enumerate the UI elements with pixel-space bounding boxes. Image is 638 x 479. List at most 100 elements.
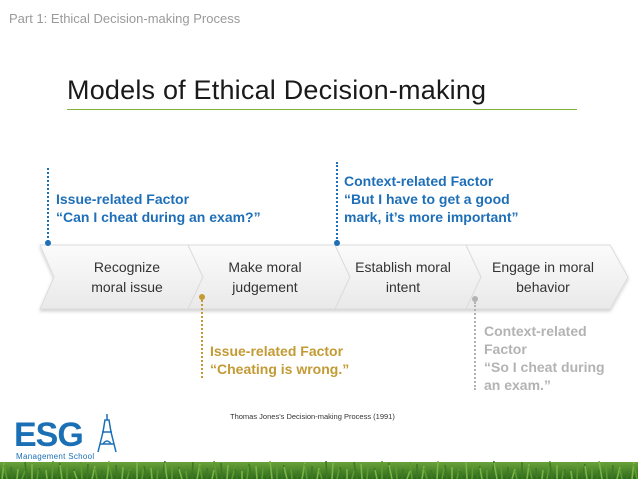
grass-blade xyxy=(506,466,509,479)
step-1-line1: Recognize xyxy=(93,259,161,275)
grass-blade xyxy=(106,460,110,479)
grass-blade xyxy=(401,468,404,479)
grass-blade xyxy=(36,465,40,479)
grass-blade xyxy=(59,464,63,479)
grass-blade xyxy=(511,468,516,479)
grass-blade xyxy=(318,469,323,479)
grass-blade xyxy=(16,468,19,479)
grass-blade xyxy=(176,466,180,479)
grass-blade xyxy=(619,468,623,479)
grass-blade xyxy=(471,463,474,479)
context-factor-bottom-connector xyxy=(474,302,476,390)
grass-blade xyxy=(266,469,271,479)
grass-blade xyxy=(231,466,236,479)
step-segment-4 xyxy=(465,244,629,310)
page-title: Models of Ethical Decision-making xyxy=(67,75,487,105)
grass-blade xyxy=(395,466,398,479)
grass-blade xyxy=(611,464,614,479)
grass-blade xyxy=(304,463,308,479)
issue-factor-top-quote: “Can I cheat during an exam?” xyxy=(56,209,261,225)
step-2-line2: judgement xyxy=(232,279,298,295)
grass-blade xyxy=(234,468,238,479)
grass-blade xyxy=(255,465,258,479)
grass-blade xyxy=(10,466,13,479)
grass-blade xyxy=(374,469,378,479)
grass-blade xyxy=(563,468,568,479)
grass-blade xyxy=(269,460,273,479)
context-factor-bottom: Context-related Factor “So I cheat durin… xyxy=(484,322,605,394)
grass-blade xyxy=(73,470,78,479)
step-1: Recognize moral issue xyxy=(62,257,192,297)
grass-blade xyxy=(631,461,635,479)
esg-logo: ESG Management School xyxy=(14,414,124,461)
grass-blade xyxy=(331,462,334,479)
context-factor-top-heading: Context-related Factor xyxy=(344,173,494,189)
grass-blade xyxy=(528,465,533,479)
step-1-line2: moral issue xyxy=(91,279,163,295)
issue-factor-bottom-dot xyxy=(199,294,205,300)
grass-blade xyxy=(561,466,565,479)
context-factor-bottom-dot xyxy=(472,296,478,302)
grass-blade xyxy=(156,469,159,479)
grass-blade xyxy=(220,462,223,479)
grass-blade xyxy=(388,464,393,479)
grass-blade xyxy=(3,464,8,479)
grass-blade xyxy=(94,467,98,479)
citation: Thomas Jones's Decision-making Process (… xyxy=(230,412,395,421)
grass-blade xyxy=(421,465,425,479)
context-factor-bottom-line2: Factor xyxy=(484,341,527,357)
grass-blade xyxy=(121,466,124,479)
step-2-line1: Make moral xyxy=(228,259,302,275)
grass-blade xyxy=(633,463,638,479)
grass-blade xyxy=(316,467,320,479)
grass-blade xyxy=(191,461,194,479)
grass-blade xyxy=(51,460,54,479)
grass-blade xyxy=(108,462,113,479)
context-factor-top-dot xyxy=(334,240,340,246)
grass-blade xyxy=(409,461,413,479)
grass-blade xyxy=(178,468,183,479)
grass-blade xyxy=(458,470,463,479)
grass-blade xyxy=(479,467,483,479)
grass-blade xyxy=(576,461,579,479)
grass-blade xyxy=(465,461,468,479)
grass-blade xyxy=(71,468,75,479)
grass-blade xyxy=(143,465,148,479)
grass-blade xyxy=(500,464,503,479)
grass-blade xyxy=(526,463,530,479)
grass-blade xyxy=(164,462,168,479)
grass-blade xyxy=(584,465,588,479)
issue-factor-bottom-quote: “Cheating is wrong.” xyxy=(210,361,350,377)
step-2: Make moral judgement xyxy=(200,257,330,297)
grass-blade xyxy=(196,463,201,479)
grass-blade xyxy=(371,467,376,479)
issue-factor-bottom-heading: Issue-related Factor xyxy=(210,343,344,359)
context-factor-bottom-line3: “So I cheat during xyxy=(484,359,605,375)
grass-blade xyxy=(21,470,26,479)
grass-blade xyxy=(80,461,83,479)
grass-blade xyxy=(296,470,299,479)
grass-blade xyxy=(351,470,355,479)
grass-blade xyxy=(141,463,145,479)
grass-blade xyxy=(366,465,369,479)
grass-blade xyxy=(126,468,131,479)
issue-factor-top-connector xyxy=(47,168,49,242)
grass-blade xyxy=(261,467,264,479)
grass-blade xyxy=(24,461,28,479)
eiffel-tower-icon xyxy=(97,414,117,453)
step-3-line2: intent xyxy=(385,279,421,295)
context-factor-top-connector xyxy=(336,162,338,242)
grass-blade xyxy=(283,466,288,479)
grass-blade xyxy=(444,464,448,479)
context-factor-top: Context-related Factor “But I have to ge… xyxy=(344,172,519,226)
step-4: Engage in moral behavior xyxy=(478,257,608,297)
grass-blade xyxy=(598,460,603,479)
grass-blade xyxy=(86,463,89,479)
grass-blade xyxy=(336,464,341,479)
issue-factor-bottom: Issue-related Factor “Cheating is wrong.… xyxy=(210,342,349,378)
context-factor-bottom-line1: Context-related xyxy=(484,323,587,339)
grass-blade xyxy=(339,466,343,479)
issue-factor-top-dot xyxy=(45,240,51,246)
grass-blade xyxy=(301,461,306,479)
grass-blade xyxy=(541,469,544,479)
